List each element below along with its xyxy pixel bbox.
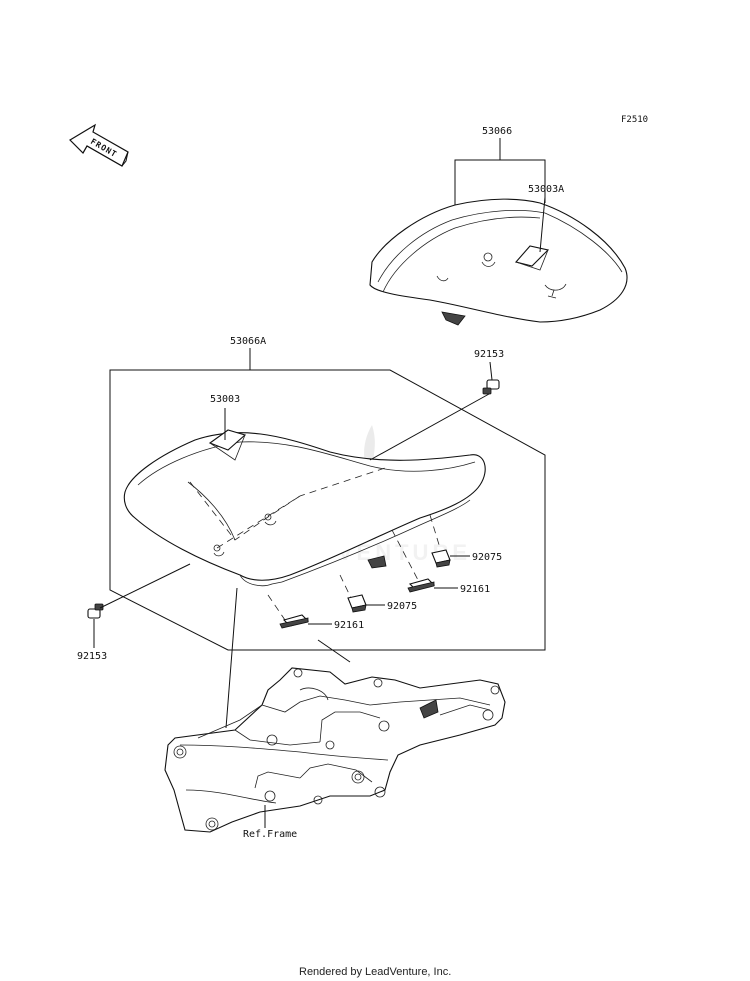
label-53003: 53003 — [210, 394, 240, 405]
bolt-92153-top — [482, 379, 500, 395]
label-53066A: 53066A — [230, 336, 266, 347]
dashed-mount-line-4 — [339, 574, 353, 601]
damper-92075-right — [431, 549, 451, 568]
dashed-mount-line-2 — [216, 467, 386, 549]
assembly-outline — [109, 369, 546, 651]
leader-53066 — [454, 159, 546, 205]
assembly-to-frame-line-right — [317, 639, 351, 663]
clip-92161-right — [407, 578, 436, 593]
label-92153-left: 92153 — [77, 651, 107, 662]
label-ref-frame: Ref.Frame — [243, 829, 297, 840]
label-53066: 53066 — [482, 126, 512, 137]
label-53003A: 53003A — [528, 184, 564, 195]
damper-92075-mid — [347, 594, 367, 613]
leader-92153-top-label — [489, 361, 493, 381]
label-92075-mid: 92075 — [387, 601, 417, 612]
dashed-mount-line-5 — [429, 514, 441, 549]
leader-92153-left — [99, 563, 191, 609]
leader-92153-top — [369, 393, 490, 461]
label-92161-left: 92161 — [334, 620, 364, 631]
front-seat — [123, 429, 486, 587]
label-92153-top: 92153 — [474, 349, 504, 360]
rear-frame — [164, 667, 506, 833]
clip-92161-left — [279, 614, 310, 629]
bolt-92153-left — [87, 603, 104, 619]
label-92161-right: 92161 — [460, 584, 490, 595]
footer-credit: Rendered by LeadVenture, Inc. — [299, 966, 451, 978]
label-92075-right: 92075 — [472, 552, 502, 563]
front-arrow-icon: FRONT — [69, 123, 129, 167]
dashed-mount-line-6 — [391, 529, 419, 581]
assembly-to-frame-line-left — [225, 587, 238, 729]
dashed-mount-line-3 — [267, 594, 286, 621]
figure-code: F2510 — [621, 115, 648, 125]
leader-53003A — [539, 196, 546, 253]
dashed-mount-line-1 — [189, 481, 301, 541]
rear-seat-cowl — [369, 198, 628, 326]
